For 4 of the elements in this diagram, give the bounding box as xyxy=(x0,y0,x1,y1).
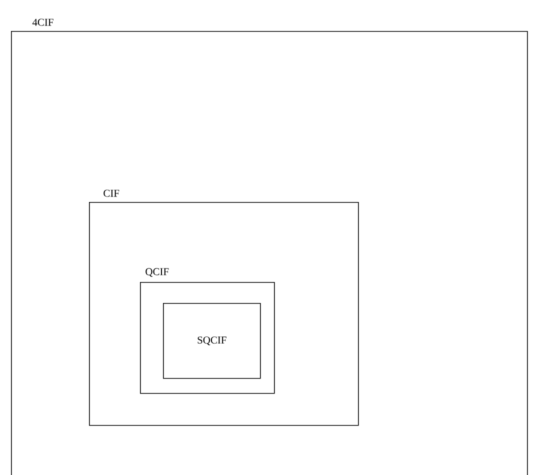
node-label: 4CIF xyxy=(32,18,54,26)
frame-box: SQCIF xyxy=(163,303,261,379)
node-label: CIF xyxy=(104,190,120,197)
node-label: QCIF xyxy=(146,268,169,277)
